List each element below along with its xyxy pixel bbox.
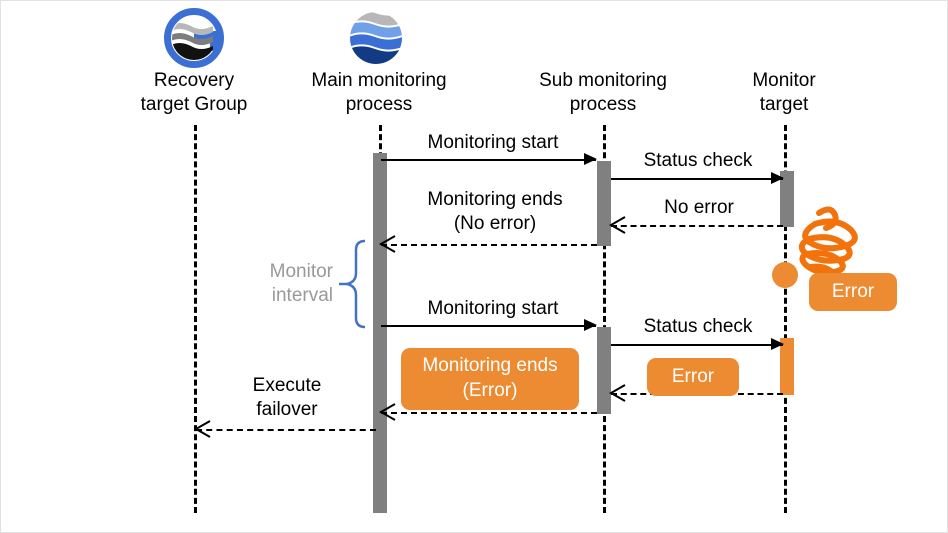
globe-g-icon [159,7,229,69]
lifeline-monitor-target [784,125,787,513]
error-marker-dot [772,262,798,288]
arrowhead-open-icon [194,420,211,438]
lifeline-sub-monitoring-process [603,125,606,513]
globe-wave-icon [343,7,409,69]
message-label-execute-failover: Execute failover [252,375,322,420]
arrowhead-icon [771,338,784,350]
monitor-interval-brace [339,239,366,329]
activation-bar-monitor-target-1 [780,171,794,227]
activation-bar-sub-process-2 [597,327,611,414]
arrowhead-open-icon [609,384,626,402]
monitor-interval-label: Monitor interval [269,261,333,306]
message-label-no-error: No error [664,197,734,218]
arrowhead-open-icon [379,235,396,253]
error-badge-monitor-target: Error [809,273,897,311]
message-label-status-check-1: Status check [643,150,753,171]
lane-header-main-monitoring-process: Main monitoring process [311,70,447,115]
message-badge-error-return: Error [647,358,739,396]
message-label-monitoring-start-1: Monitoring start [427,132,559,153]
arrowhead-open-icon [609,216,626,234]
message-label-status-check-2: Status check [643,316,753,337]
arrowhead-icon [771,172,784,184]
activation-bar-monitor-target-2 [780,338,794,395]
message-badge-monitoring-ends-error: Monitoring ends (Error) [401,348,579,410]
arrowhead-icon [584,153,597,165]
message-label-monitoring-ends-no-error: Monitoring ends (No error) [427,189,563,234]
activation-bar-main-process [373,153,387,513]
lane-header-monitor-target: Monitor target [752,70,816,115]
lane-header-sub-monitoring-process: Sub monitoring process [539,70,667,115]
message-label-monitoring-start-2: Monitoring start [427,298,559,319]
lane-header-recovery-target-group: Recovery target Group [140,70,248,115]
activation-bar-sub-process-1 [597,161,611,246]
arrowhead-open-icon [379,403,396,421]
arrowhead-icon [584,319,597,331]
error-burst-scribble-icon [798,206,858,276]
lifeline-recovery-target-group [194,125,197,513]
